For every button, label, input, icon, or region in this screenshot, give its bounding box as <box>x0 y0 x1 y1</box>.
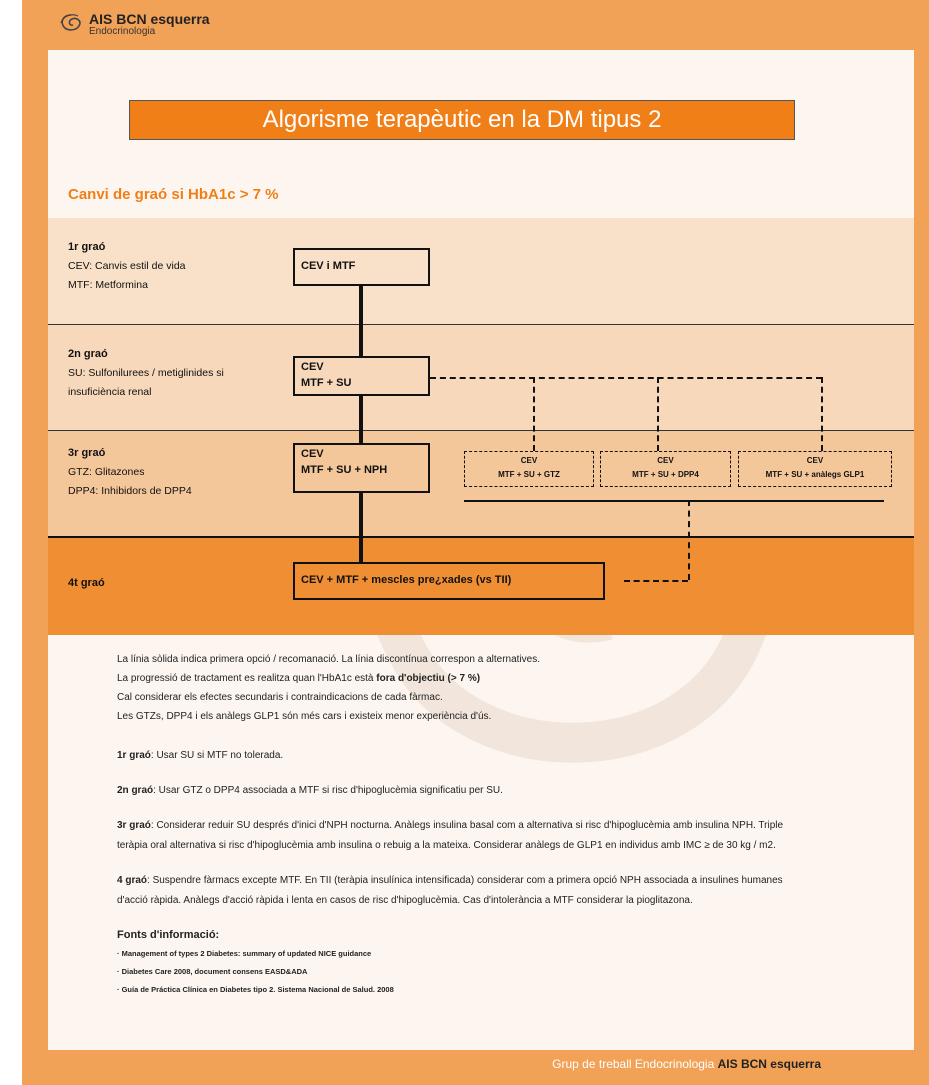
note-step2: 2n graó: Usar GTZ o DPP4 associada a MTF… <box>117 785 503 796</box>
subtitle: Canvi de graó si HbA1c > 7 % <box>68 186 279 203</box>
solid-connector <box>359 493 363 562</box>
note-step3: 3r graó: Considerar reduir SU després d'… <box>117 820 784 851</box>
step-label-2: 2n graó SU: Sulfonilurees / metiglinides… <box>68 348 224 398</box>
note-line: La línia sòlida indica primera opció / r… <box>117 654 541 665</box>
dashed-connector <box>688 500 690 580</box>
note-step4: 4 graó: Suspendre fàrmacs excepte MTF. E… <box>117 875 783 906</box>
solid-connector <box>359 286 363 356</box>
notes: La línia sòlida indica primera opció / r… <box>117 650 797 999</box>
step1-treatment-box: CEV i MTF <box>293 248 430 286</box>
source-item: · Management of types 2 Diabetes: summar… <box>117 949 372 958</box>
org-logo: AIS BCN esquerra Endocrinologia <box>58 12 210 37</box>
note-step1: 1r graó: Usar SU si MTF no tolerada. <box>117 750 284 761</box>
source-item: · Guía de Práctica Clínica en Diabetes t… <box>117 985 394 994</box>
band-divider <box>48 324 914 325</box>
dashed-connector <box>624 580 688 582</box>
band-divider <box>48 430 914 431</box>
org-name: AIS BCN esquerra <box>89 11 210 27</box>
dashed-connector <box>657 377 659 451</box>
solid-connector <box>359 396 363 443</box>
step-label-1: 1r graó CEV: Canvis estil de vida MTF: M… <box>68 241 186 291</box>
title-banner: Algorisme terapèutic en la DM tipus 2 <box>129 100 795 140</box>
dashed-connector <box>430 377 822 379</box>
step-band-3 <box>48 430 914 536</box>
logo-swirl-icon <box>60 14 81 31</box>
sources-title: Fonts d'informació: <box>117 929 220 941</box>
alt-group-underline <box>464 500 884 502</box>
source-item: · Diabetes Care 2008, document consens E… <box>117 967 308 976</box>
page-title: Algorisme terapèutic en la DM tipus 2 <box>262 106 662 133</box>
note-line: Cal considerar els efectes secundaris i … <box>117 692 443 703</box>
dashed-connector <box>821 377 823 451</box>
note-line: Les GTZs, DPP4 i els anàlegs GLP1 són mé… <box>117 711 492 722</box>
note-line: La progressió de tractament es realitza … <box>117 673 481 684</box>
step4-treatment-box: CEV + MTF + mescles pre¿xades (vs TII) <box>293 562 605 600</box>
footer: Grup de treball Endocrinologia AIS BCN e… <box>552 1057 821 1071</box>
band-divider <box>48 536 914 538</box>
step-label-3: 3r graó GTZ: Glitazones DPP4: Inhibidors… <box>68 447 192 497</box>
step-band-1 <box>48 218 914 324</box>
step-label-4: 4t graó <box>68 577 105 589</box>
org-subtitle: Endocrinologia <box>89 26 156 37</box>
step-band-4 <box>48 536 914 635</box>
dashed-connector <box>533 377 535 451</box>
